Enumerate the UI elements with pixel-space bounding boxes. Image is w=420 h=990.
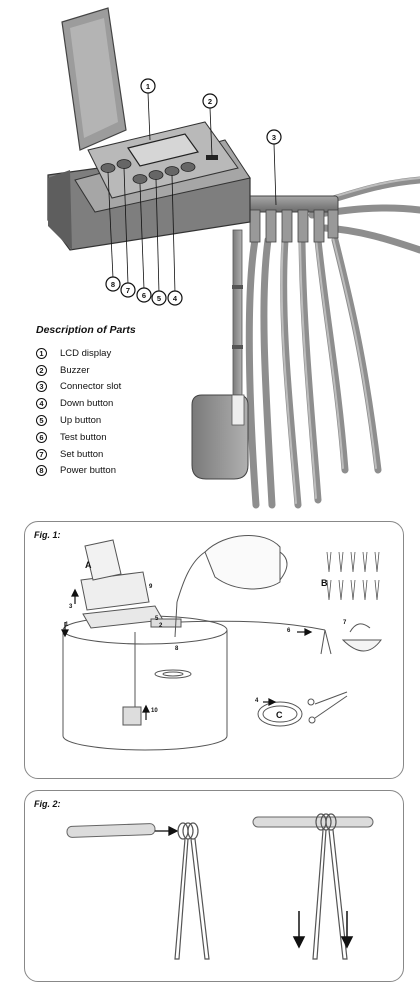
fig1-label: Fig. 1: (34, 530, 61, 540)
stakes (326, 551, 380, 601)
device-illustration: 1 2 3 8 7 6 5 4 (47, 7, 420, 509)
fig1-step-4: 4 (255, 698, 259, 704)
fig1-step-8: 8 (175, 646, 179, 652)
callout-3: 3 (272, 133, 276, 142)
fig1-step-3: 3 (69, 604, 73, 610)
fig2-illustration (66, 813, 374, 960)
fig1-step-1: 1 (65, 622, 69, 628)
fig1-step-5: 5 (155, 616, 159, 622)
parts-title: Description of Parts (36, 324, 136, 336)
fig1-letter-a: A (85, 560, 92, 570)
fig2-panel: Fig. 2: (24, 790, 404, 982)
callout-4: 4 (173, 294, 178, 303)
fig1-panel: Fig. 1: (24, 521, 404, 779)
callout-7: 7 (126, 286, 130, 295)
fig1-illustration: A B C 1 2 3 4 5 6 7 8 9 10 (61, 535, 382, 751)
fig2-label: Fig. 2: (34, 799, 61, 809)
callout-6: 6 (142, 291, 146, 300)
callout-5: 5 (157, 294, 161, 303)
fig1-step-10: 10 (151, 708, 158, 714)
fig1-step-6: 6 (287, 628, 291, 634)
fig1-step-7: 7 (343, 620, 347, 626)
callout-1: 1 (146, 82, 150, 91)
fig1-step-9: 9 (149, 584, 153, 590)
fig1-letter-c: C (276, 710, 283, 720)
callout-8: 8 (111, 280, 115, 289)
fig1-letter-b: B (321, 578, 328, 588)
callout-2: 2 (208, 97, 212, 106)
fig1-step-2: 2 (159, 623, 163, 629)
